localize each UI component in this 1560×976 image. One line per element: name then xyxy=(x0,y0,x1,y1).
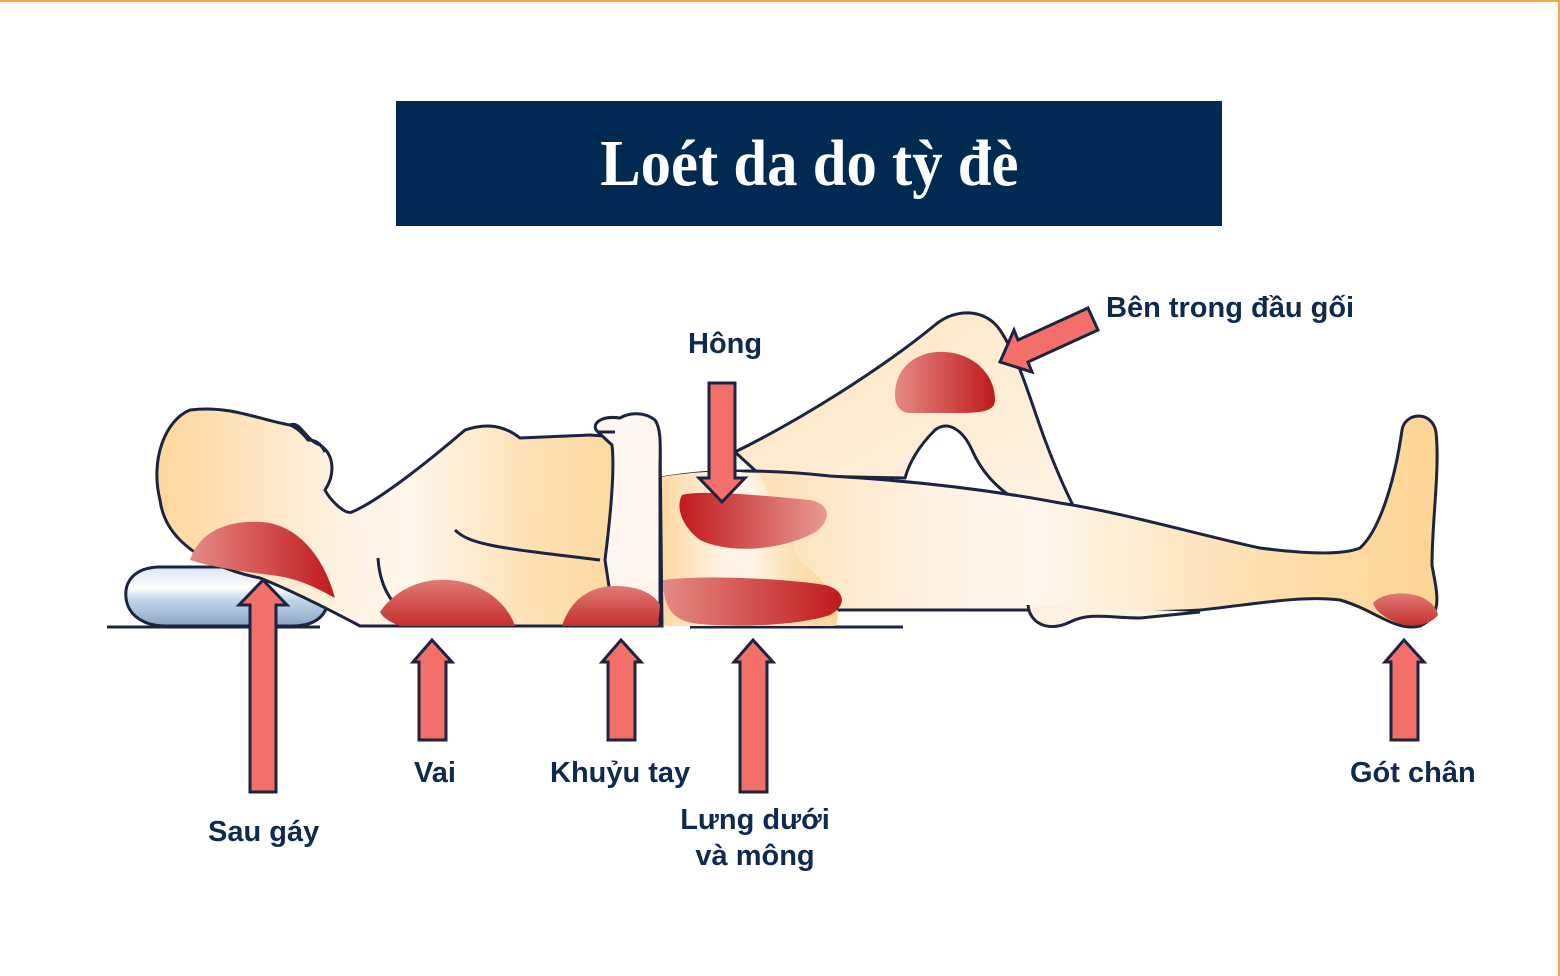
arrow-shoulder xyxy=(409,637,456,742)
arrow-hip xyxy=(695,381,749,505)
pressure-zone-shoulder xyxy=(380,579,515,626)
arrow-inner-knee xyxy=(997,306,1100,375)
arrow-heel xyxy=(1381,637,1428,742)
label-lower-back-and-buttocks: Lưng dưới và mông xyxy=(675,802,835,874)
label-hip: Hông xyxy=(688,328,763,360)
label-inner-knee: Bên trong đầu gối xyxy=(1106,292,1355,324)
pressure-zone-inner-knee xyxy=(895,351,995,413)
label-lower-back-line2: và mông xyxy=(695,840,815,872)
label-shoulder: Vai xyxy=(414,757,456,789)
title-banner: Loét da do tỳ đè xyxy=(396,101,1222,226)
straight-leg xyxy=(648,414,1439,629)
pressure-zone-lower-back xyxy=(663,577,842,626)
calf xyxy=(1026,604,1201,628)
pressure-zone-hip xyxy=(679,492,827,549)
label-back-of-head: Sau gáy xyxy=(208,816,320,848)
pressure-zone-heel xyxy=(1373,593,1438,626)
arm-line xyxy=(453,528,601,562)
forearm xyxy=(593,412,662,628)
pressure-zone-elbow xyxy=(562,586,660,626)
arrow-lower-back xyxy=(730,637,777,794)
label-lower-back-line1: Lưng dưới xyxy=(680,804,830,836)
arrow-back-of-head xyxy=(235,577,291,794)
arrow-elbow xyxy=(598,637,645,742)
label-heel: Gót chân xyxy=(1350,757,1476,789)
bent-leg xyxy=(732,311,1081,517)
label-elbow: Khuỷu tay xyxy=(550,757,691,789)
page-title: Loét da do tỳ đè xyxy=(599,126,1019,200)
pressure-zone-back-of-head xyxy=(190,521,335,598)
